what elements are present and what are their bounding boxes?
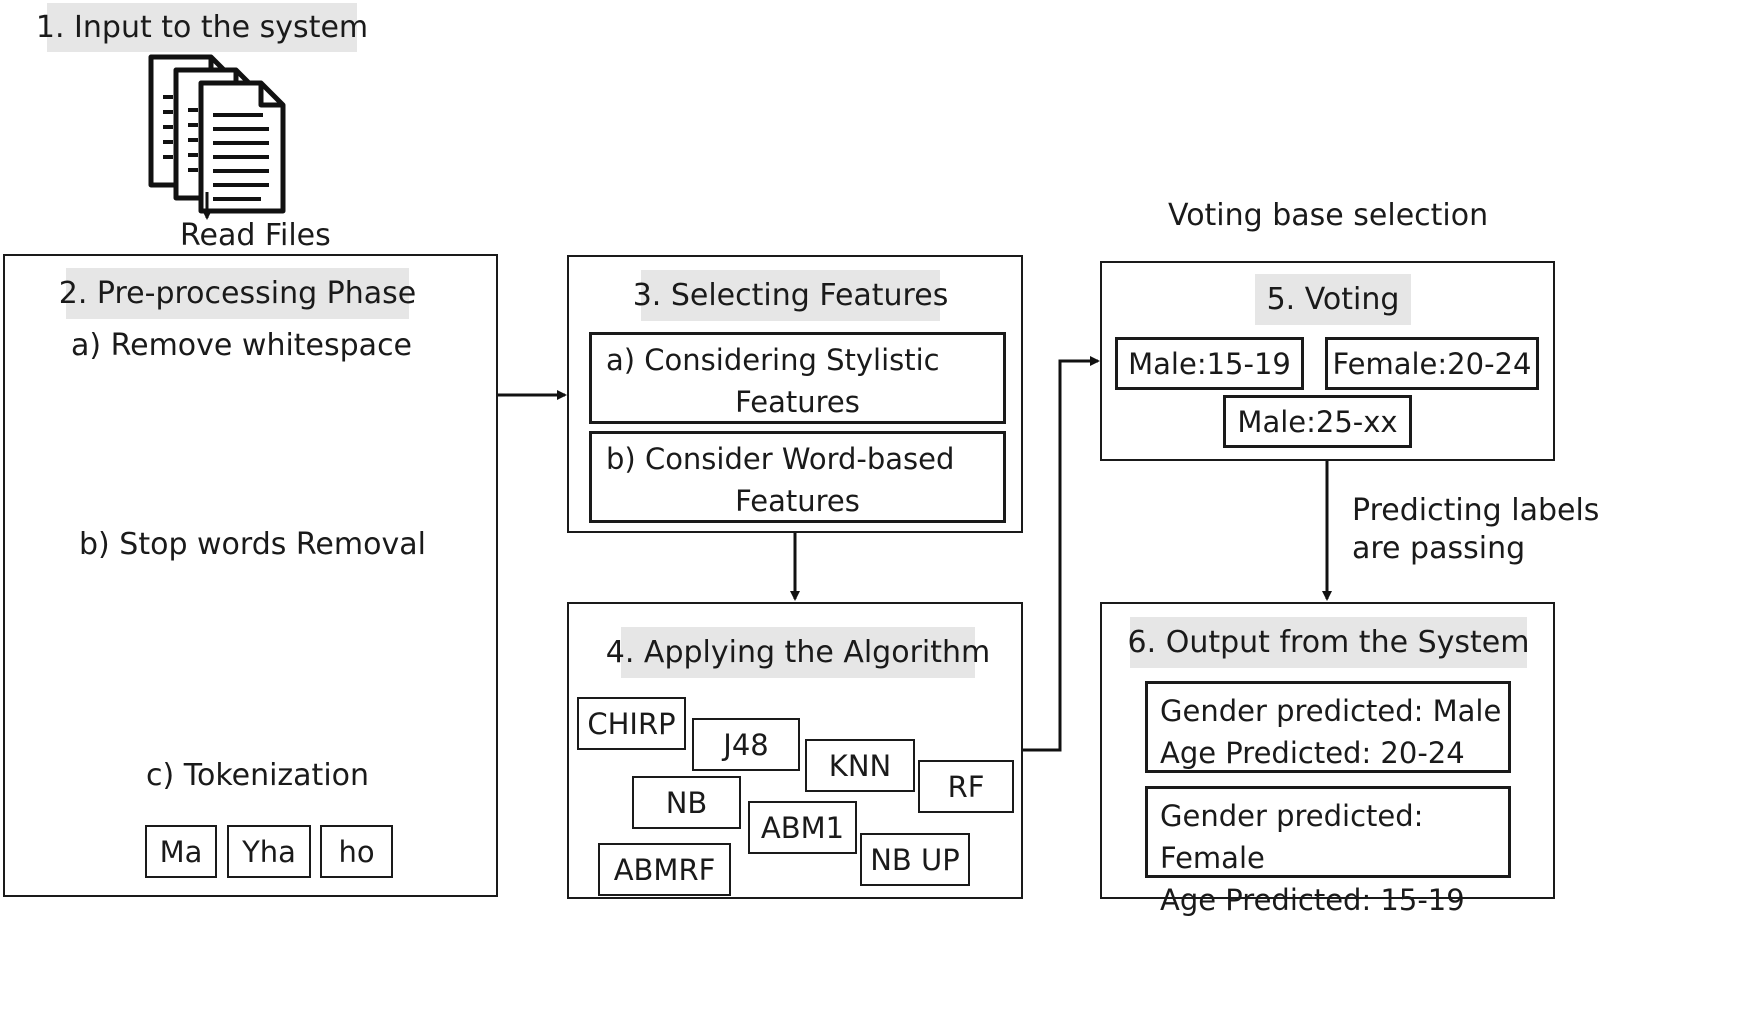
step4-title-text: 4. Applying the Algorithm [605,635,991,670]
read-files-label: Read Files [180,218,331,253]
algorithm-label: CHIRP [587,706,676,741]
token-box: Yha [227,825,311,878]
vote-label-text: Male:15-19 [1128,346,1291,381]
token-box: ho [320,825,393,878]
remove-whitespace-label: a) Remove whitespace [71,328,413,363]
passing-caption-line2: are passing [1352,531,1526,566]
algorithm-label: KNN [828,748,892,783]
step6-title-text: 6. Output from the System [1127,625,1530,660]
step3-title-text: 3. Selecting Features [632,278,949,313]
arrow-to-voting [1023,356,1100,752]
algorithm-knn: KNN [805,739,915,792]
algorithm-label: J48 [723,727,769,762]
vote-label-text: Female:20-24 [1332,346,1532,381]
algorithm-label: ABM1 [760,810,845,845]
tokenization-label: c) Tokenization [146,758,370,793]
stopwords-removal-label: b) Stop words Removal [79,527,426,562]
algorithm-j48: J48 [692,718,800,771]
step1-title: 1. Input to the system [36,3,368,52]
algorithm-rf: RF [918,760,1014,813]
voting-caption: Voting base selection [1168,198,1489,233]
stylistic-features-box: a) Considering Stylistic Features [589,332,1006,424]
vote-label-text: Male:25-xx [1237,404,1398,439]
documents-icon-input [151,57,283,211]
step6-title: 6. Output from the System [1127,617,1530,668]
token-box: Ma [145,825,217,878]
word-features-box: b) Consider Word-based Features [589,431,1006,523]
algorithm-label: NB [665,785,708,820]
output-result: Gender predicted: Female Age Predicted: … [1145,786,1511,917]
algorithm-label: ABMRF [613,852,716,887]
token-text: Yha [242,834,296,869]
algorithm-chirp: CHIRP [577,697,686,750]
vote-label: Male:25-xx [1223,395,1412,448]
algorithm-nb-up: NB UP [860,833,970,886]
vote-label: Male:15-19 [1115,337,1304,390]
algorithm-label: NB UP [870,842,960,877]
output-age: Age Predicted: 20-24 [1160,736,1465,770]
algorithm-abm1: ABM1 [748,801,857,854]
algorithm-abmrf: ABMRF [598,843,731,896]
step2-title-text: 2. Pre-processing Phase [58,276,417,311]
output-gender: Gender predicted: Female [1160,799,1424,875]
output-gender: Gender predicted: Male [1160,694,1502,728]
preprocessing-box [3,254,498,897]
output-age: Age Predicted: 15-19 [1160,883,1465,917]
algorithm-nb: NB [632,776,741,829]
token-text: ho [338,834,375,869]
vote-label: Female:20-24 [1325,337,1539,390]
stylistic-features-line1: a) Considering Stylistic [606,343,940,377]
token-text: Ma [159,834,203,869]
step3-title: 3. Selecting Features [633,270,948,321]
step1-title-text: 1. Input to the system [35,10,369,45]
word-features-line2: Features [735,484,860,518]
algorithm-label: RF [947,769,985,804]
word-features-line1: b) Consider Word-based [606,442,955,476]
step4-title: 4. Applying the Algorithm [606,627,990,678]
step2-title: 2. Pre-processing Phase [59,268,416,319]
step5-title-text: 5. Voting [1266,282,1400,317]
output-result: Gender predicted: Male Age Predicted: 20… [1145,681,1511,773]
passing-caption-line1: Predicting labels [1352,493,1600,528]
step5-title: 5. Voting [1255,274,1411,325]
stylistic-features-line2: Features [735,385,860,419]
